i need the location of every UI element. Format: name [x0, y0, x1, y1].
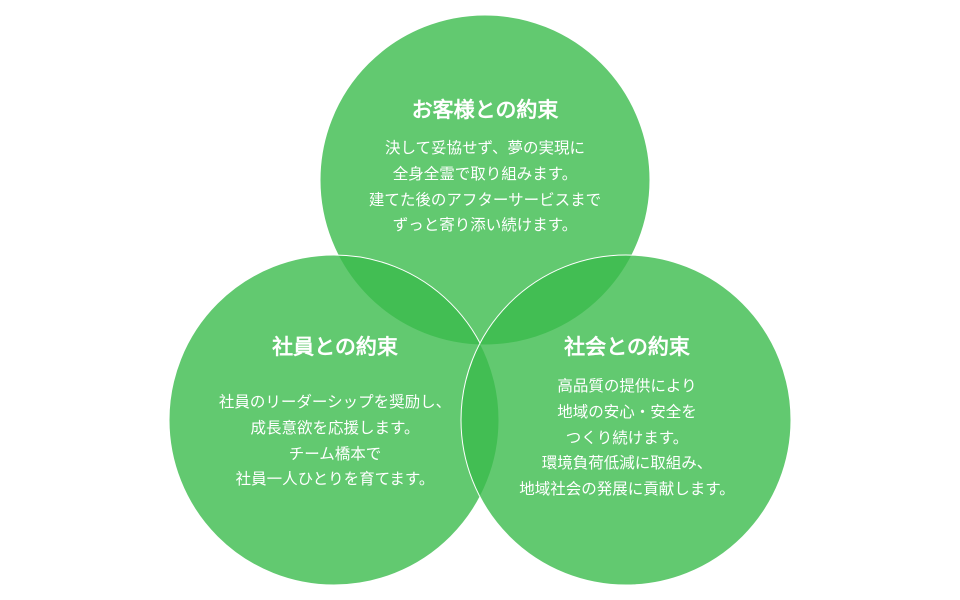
employee-promise-line: 成長意欲を応援します。: [250, 418, 420, 437]
society-promise-line: つくり続けます。: [565, 428, 689, 447]
society-promise-title: 社会との約束: [564, 335, 690, 359]
society-circle: [460, 254, 792, 586]
society-promise: 社会との約束 高品質の提供により 地域の安心・安全を つくり続けます。 環境負荷…: [462, 333, 792, 503]
employee-promise-line: チーム橋本で: [288, 444, 382, 463]
customer-promise-title: お客様との約束: [411, 98, 559, 122]
employee-promise-line: 社員一人ひとりを育てます。: [235, 470, 435, 489]
customer-promise: お客様との約束 決して妥協せず、夢の実現に 全身全霊で取り組みます。 建てた後の…: [320, 96, 650, 239]
customer-promise-line: ずっと寄り添い続けます。: [392, 216, 578, 235]
customer-promise-line: 全身全霊で取り組みます。: [392, 164, 578, 183]
society-promise-line: 高品質の提供により: [557, 377, 697, 395]
society-promise-line: 地域の安心・安全を: [557, 402, 697, 421]
employee-promise: 社員との約束 社員のリーダーシップを奨励し、 成長意欲を応援します。 チーム橋本…: [170, 333, 500, 493]
society-promise-line: 地域社会の発展に貢献します。: [519, 480, 735, 499]
society-promise-line: 環境負荷低減に取組み、: [541, 454, 713, 473]
customer-promise-line: 決して妥協せず、夢の実現に: [385, 139, 585, 157]
employee-promise-line: 社員のリーダーシップを奨励し、: [218, 393, 452, 411]
customer-promise-line: 建てた後のアフターサービスまで: [368, 190, 602, 209]
employee-promise-title: 社員との約束: [272, 335, 398, 359]
